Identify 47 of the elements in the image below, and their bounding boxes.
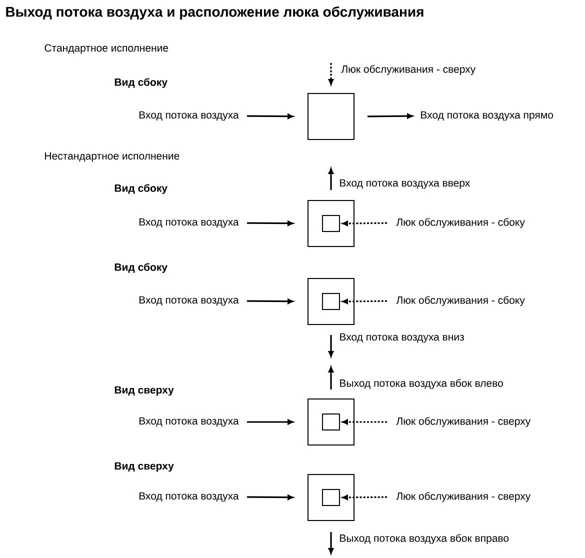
dotted-arrow: [328, 63, 334, 85]
hatch-label: Люк обслуживания - сверху: [396, 492, 531, 502]
flow-label: Вход потока воздуха: [139, 492, 239, 502]
section-heading: Нестандартное исполнение: [45, 152, 180, 162]
arrow: [328, 335, 334, 357]
dotted-arrow: [342, 298, 388, 304]
arrow: [328, 366, 334, 390]
section-heading: Стандартное исполнение: [44, 44, 168, 54]
arrow: [247, 419, 294, 425]
arrow-label: Вход потока воздуха вниз: [340, 333, 464, 343]
arrow-label: Выход потока воздуха вбок вправо: [340, 534, 509, 544]
arrow-label: Люк обслуживания - сверху: [341, 65, 476, 75]
hatch-square: [322, 414, 340, 430]
flow-label: Вход потока воздуха: [139, 417, 239, 427]
unit-box: [308, 278, 354, 325]
view-label: Вид сбоку: [114, 78, 168, 88]
hatch-label: Люк обслуживания - сбоку: [396, 296, 525, 306]
flow-label: Вход потока воздуха прямо: [421, 111, 554, 121]
hatch-square: [322, 215, 340, 232]
unit-box: [308, 474, 354, 521]
flow-label: Вход потока воздуха: [139, 218, 239, 228]
title: Выход потока воздуха и расположение люка обслуживания: [6, 6, 424, 20]
arrow: [328, 168, 334, 190]
hatch-square: [322, 293, 340, 310]
dotted-arrow: [342, 494, 388, 500]
view-label: Вид сбоку: [114, 184, 168, 194]
flow-label: Вход потока воздуха: [139, 111, 239, 121]
view-label: Вид сверху: [114, 462, 174, 472]
hatch-label: Люк обслуживания - сбоку: [396, 218, 525, 228]
arrow: [247, 298, 294, 304]
arrow-label: Выход потока воздуха вбок влево: [340, 379, 503, 389]
unit-box: [308, 398, 354, 446]
arrow: [247, 494, 294, 500]
dotted-arrow: [342, 419, 387, 425]
arrow-label: Вход потока воздуха вверх: [340, 179, 470, 189]
hatch-square: [322, 489, 340, 506]
unit-box: [308, 93, 354, 140]
hatch-label: Люк обслуживания - сверху: [396, 417, 531, 427]
view-label: Вид сбоку: [114, 263, 168, 273]
unit-box: [308, 200, 354, 247]
arrow: [368, 114, 413, 119]
arrow: [247, 220, 294, 226]
view-label: Вид сверху: [114, 386, 174, 396]
arrow: [328, 532, 334, 554]
flow-label: Вход потока воздуха: [139, 296, 239, 306]
dotted-arrow: [342, 220, 388, 226]
arrow: [247, 114, 294, 119]
